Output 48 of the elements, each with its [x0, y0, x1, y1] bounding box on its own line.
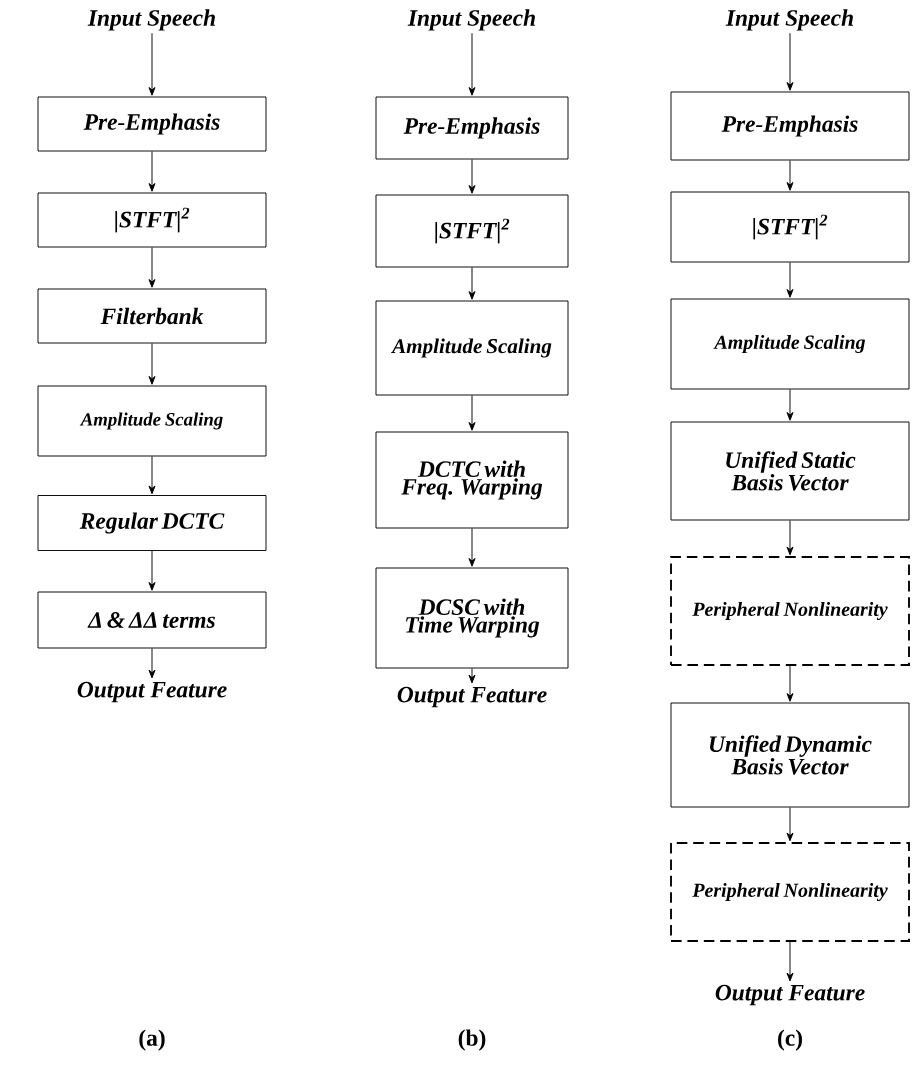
panel-label: (c) — [778, 1029, 802, 1051]
panel-label: (a) — [139, 1029, 165, 1051]
arrow — [148, 343, 156, 385]
arrow — [786, 665, 794, 702]
process-box: |STFT|$^{2}$ — [670, 191, 910, 263]
arrow — [786, 941, 794, 982]
arrow — [468, 528, 476, 567]
process-box: DCTC with Freq. Warping — [375, 431, 569, 529]
process-box: Pre-Emphasis — [375, 96, 569, 160]
arrow — [468, 159, 476, 194]
process-box: Unified Static Basis Vector — [670, 421, 910, 521]
arrow — [148, 32, 156, 96]
arrow — [468, 32, 476, 96]
arrow — [468, 395, 476, 431]
process-box: |STFT|$^{2}$ — [37, 192, 267, 248]
arrow — [468, 267, 476, 300]
arrow — [786, 520, 794, 556]
input-output-label: Output Feature — [715, 984, 865, 1006]
input-output-label: Output Feature — [397, 686, 547, 708]
input-output-label: Input Speech — [407, 9, 535, 31]
process-box: Unified Dynamic Basis Vector — [670, 702, 910, 808]
process-box: Amplitude Scaling — [670, 298, 910, 390]
process-box: DCSC with Time Warping — [375, 567, 569, 669]
arrow — [468, 668, 476, 684]
process-box: |STFT|$^{2}$ — [375, 194, 569, 268]
process-box: Pre-Emphasis — [37, 96, 267, 152]
arrow — [786, 32, 794, 91]
arrow — [148, 550, 156, 591]
process-box: Amplitude Scaling — [375, 300, 569, 396]
input-output-label: Output Feature — [77, 681, 227, 703]
arrow — [786, 262, 794, 298]
dashed-process-box: Peripheral Nonlinearity — [670, 556, 910, 666]
arrow — [148, 648, 156, 679]
process-box: Amplitude Scaling — [37, 385, 267, 457]
arrow — [786, 160, 794, 191]
input-output-label: Input Speech — [87, 9, 215, 31]
arrow — [786, 807, 794, 842]
panel-label: (b) — [458, 1029, 486, 1051]
arrow — [148, 247, 156, 288]
arrow — [148, 151, 156, 192]
process-box: Δ & ΔΔ terms — [37, 591, 267, 649]
arrow — [148, 456, 156, 495]
process-box: Regular DCTC — [37, 495, 267, 551]
input-output-label: Input Speech — [725, 9, 853, 31]
process-box: Filterbank — [37, 288, 267, 344]
dashed-process-box: Peripheral Nonlinearity — [670, 842, 910, 942]
arrow — [786, 389, 794, 421]
process-box: Pre-Emphasis — [670, 91, 910, 161]
